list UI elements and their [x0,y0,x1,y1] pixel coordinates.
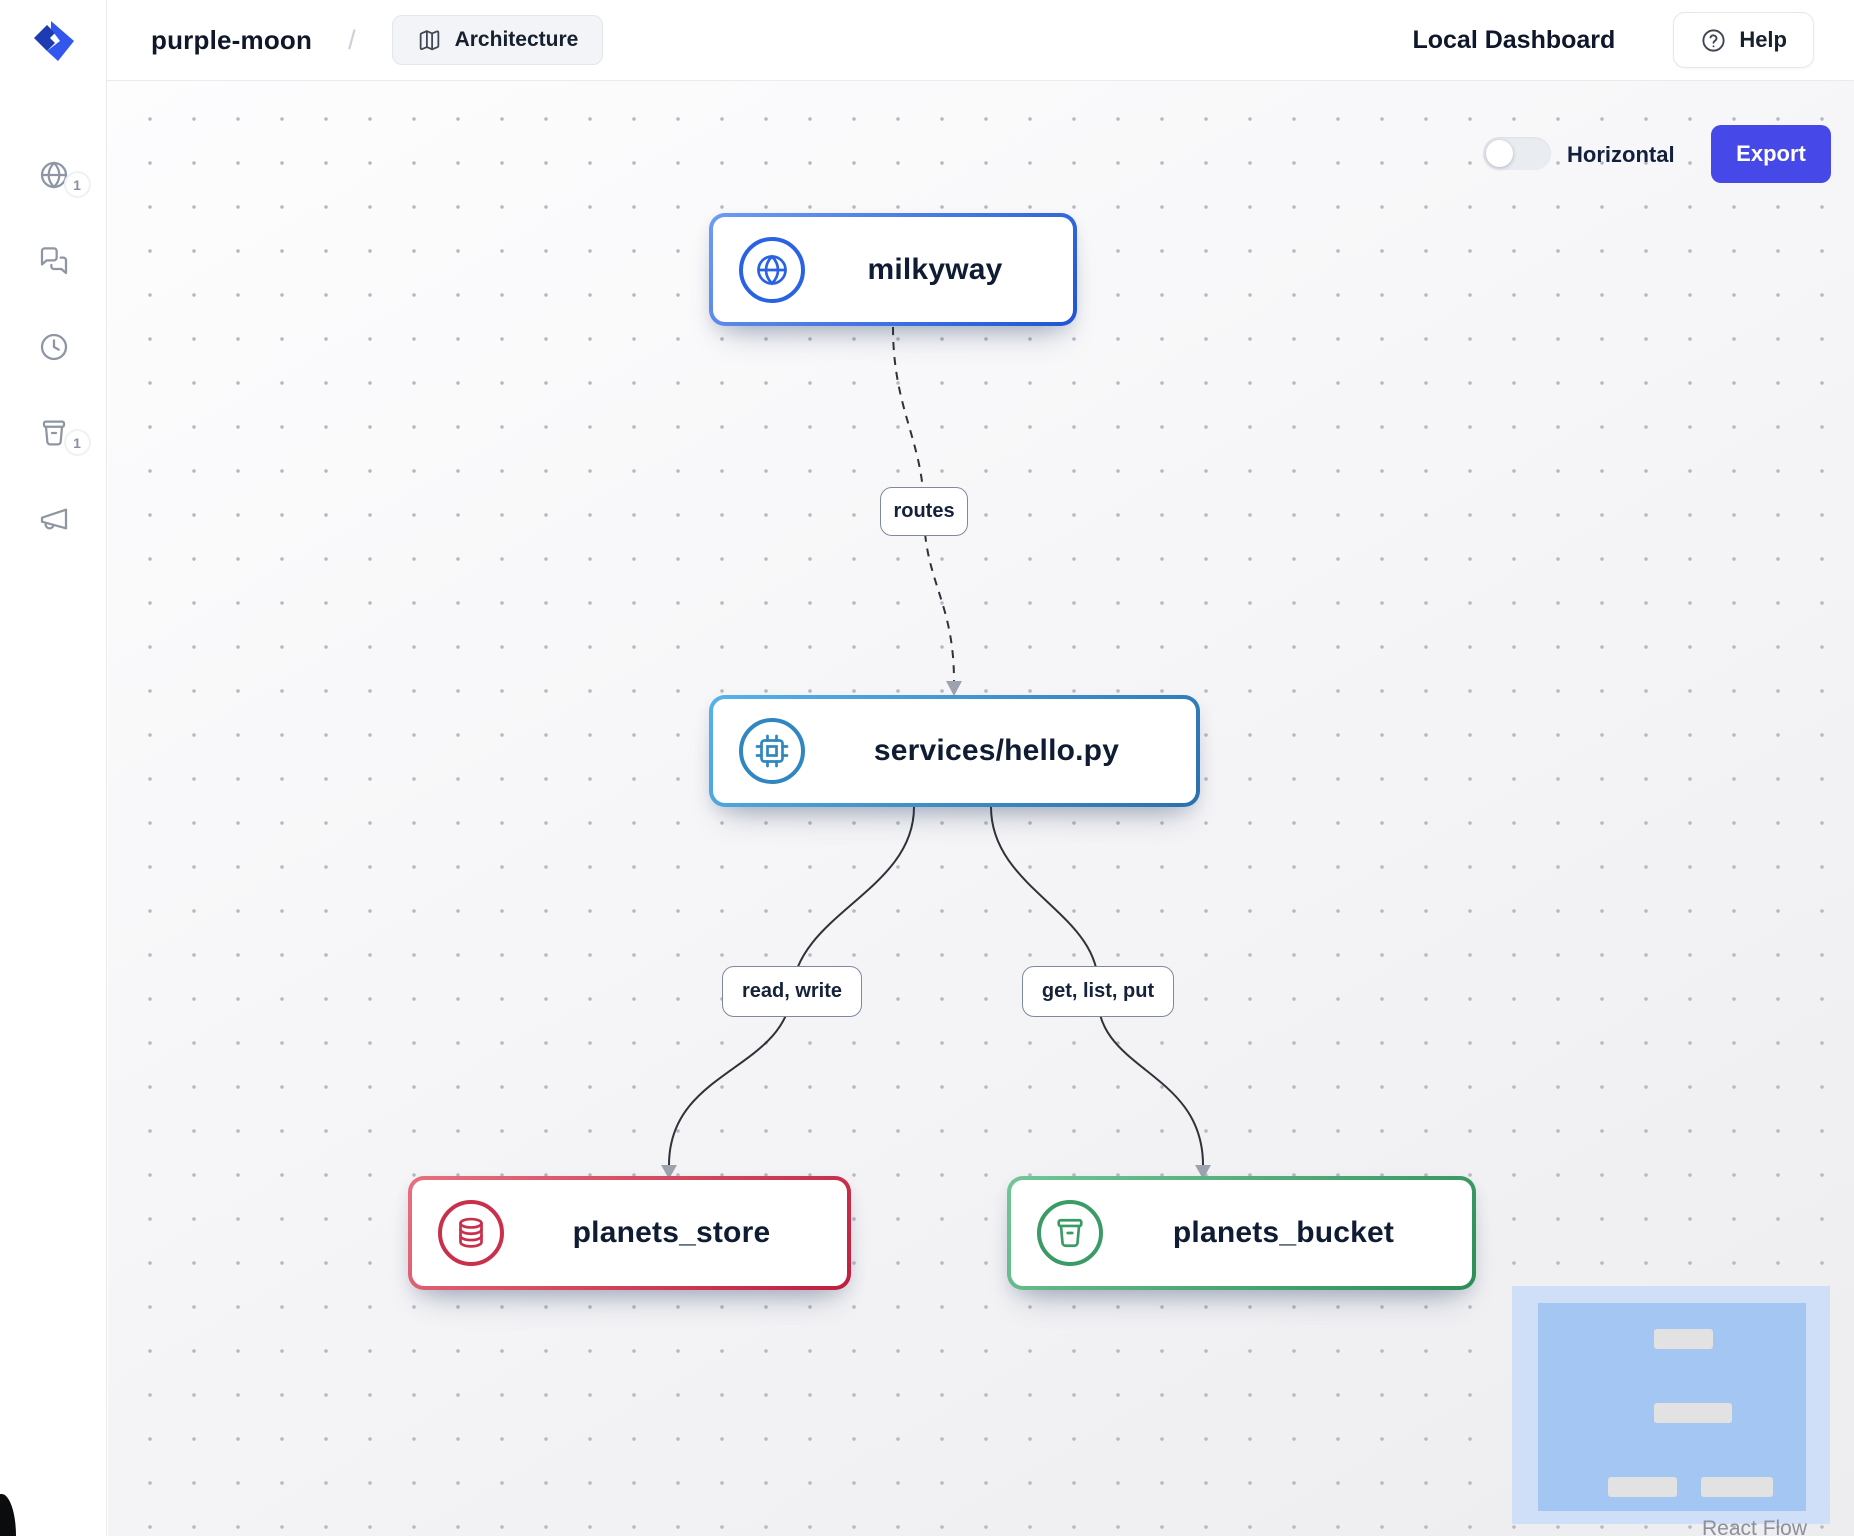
diagram-node-service[interactable]: services/hello.py [709,695,1200,807]
database-icon [438,1200,504,1266]
minimap-node [1608,1477,1677,1497]
logo-icon [33,21,74,61]
flow-canvas[interactable]: milkyway services/hello.py [108,81,1854,1536]
bucket-icon [1037,1200,1103,1266]
node-label: planets_bucket [1172,1216,1395,1249]
bucket-icon [42,420,65,446]
node-label: planets_store [572,1216,771,1249]
sidebar-item-storage[interactable]: 1 [36,415,91,456]
globe-icon [739,236,805,303]
minimap-node [1701,1477,1773,1497]
sidebar-item-topics[interactable] [36,501,72,537]
sidebar: 1 1 [0,0,107,1536]
architecture-label: Architecture [454,28,579,51]
cpu-icon [739,718,805,784]
help-label: Help [1739,27,1787,52]
diagram-node-planets-store[interactable]: planets_store [408,1176,851,1290]
horizontal-label: Horizontal [1567,141,1675,167]
minimap-viewport [1538,1303,1806,1511]
chat-icon [40,247,67,275]
horizontal-toggle[interactable] [1483,137,1551,170]
app-logo[interactable] [0,10,107,74]
edge-arrowhead [946,681,962,696]
architecture-button[interactable]: Architecture [391,15,604,65]
help-icon [1702,28,1725,52]
react-flow-attribution: React Flow [1702,1517,1808,1536]
edge-label-read-write: read, write [722,966,862,1017]
export-button[interactable]: Export [1711,125,1831,183]
breadcrumb-separator: / [348,24,356,55]
diagram-node-planets-bucket[interactable]: planets_bucket [1007,1176,1476,1290]
cursor-artifact [0,1494,16,1536]
sidebar-item-apis[interactable]: 1 [36,157,91,198]
edge-arrowhead [1195,1165,1211,1179]
sidebar-item-websockets[interactable] [36,243,72,279]
edge-routes [892,326,955,682]
edge-label-routes: routes [880,487,968,536]
node-label: services/hello.py [873,734,1120,767]
badge-count: 1 [63,171,91,198]
node-label: milkyway [867,252,1003,286]
toggle-knob [1486,140,1513,167]
clock-icon [40,333,67,361]
sidebar-item-schedules[interactable] [36,329,72,365]
header: purple-moon / Architecture Local Dashboa… [107,0,1854,81]
project-name: purple-moon [151,24,313,55]
map-icon [419,29,439,50]
edge-arrowhead [661,1165,677,1179]
minimap-node [1654,1403,1732,1423]
minimap-node [1654,1329,1713,1349]
edge-label-get-list-put: get, list, put [1022,966,1174,1017]
badge-count: 1 [63,429,91,456]
help-button[interactable]: Help [1673,12,1814,68]
globe-icon [40,161,67,189]
sidebar-items: 1 1 [0,157,107,537]
minimap[interactable] [1512,1286,1830,1524]
page-title: Local Dashboard [1412,25,1616,54]
diagram-node-milkyway[interactable]: milkyway [709,213,1077,326]
megaphone-icon [40,508,67,530]
header-right: Local Dashboard Help [1412,12,1814,68]
